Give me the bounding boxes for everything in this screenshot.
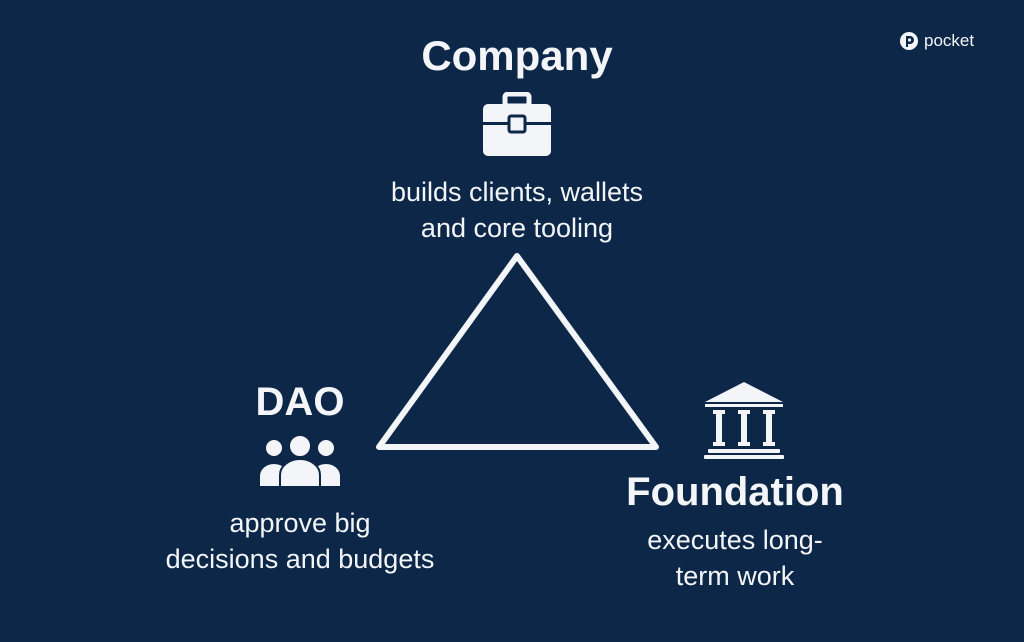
foundation-title: Foundation [626, 470, 844, 514]
company-desc-line: and core tooling [420, 213, 614, 243]
foundation-desc-line: executes long- [647, 525, 823, 555]
pocket-logo-icon [900, 32, 918, 50]
company-title: Company [421, 32, 613, 79]
bank-icon [704, 382, 784, 459]
foundation-description: executes long- term work [590, 522, 880, 594]
company-description: builds clients, wallets and core tooling [312, 174, 722, 246]
dao-desc-line: approve big [229, 508, 371, 538]
pocket-logo: pocket [899, 31, 974, 51]
foundation-desc-line: term work [675, 561, 795, 591]
briefcase-icon [483, 92, 551, 156]
company-desc-line: builds clients, wallets [390, 177, 644, 207]
governance-triangle [376, 253, 659, 450]
people-icon [260, 434, 340, 488]
dao-title: DAO [255, 380, 345, 424]
dao-description: approve big decisions and budgets [140, 505, 460, 577]
logo-text: pocket [924, 31, 975, 50]
dao-desc-line: decisions and budgets [165, 544, 435, 574]
